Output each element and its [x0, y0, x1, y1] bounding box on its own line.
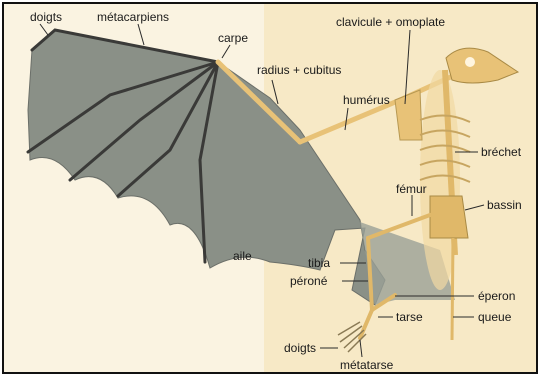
label-humerus: humérus [343, 93, 390, 107]
label-tarse: tarse [396, 310, 423, 324]
label-tibia: tibia [308, 256, 330, 270]
label-radius-cubitus: radius + cubitus [257, 63, 341, 77]
label-doigts-top: doigts [30, 10, 62, 24]
label-perone: péroné [290, 274, 328, 288]
label-eperon: éperon [478, 289, 515, 303]
label-bassin: bassin [487, 198, 522, 212]
label-metatarse: métatarse [340, 358, 394, 372]
label-brechet: bréchet [481, 145, 522, 159]
label-metacarpiens: métacarpiens [97, 10, 169, 24]
label-doigts-bottom: doigts [284, 341, 316, 355]
label-queue: queue [478, 310, 512, 324]
label-femur: fémur [396, 182, 427, 196]
label-aile: aile [233, 249, 252, 263]
label-clavicule-omoplate: clavicule + omoplate [336, 15, 445, 29]
label-carpe: carpe [218, 31, 248, 45]
